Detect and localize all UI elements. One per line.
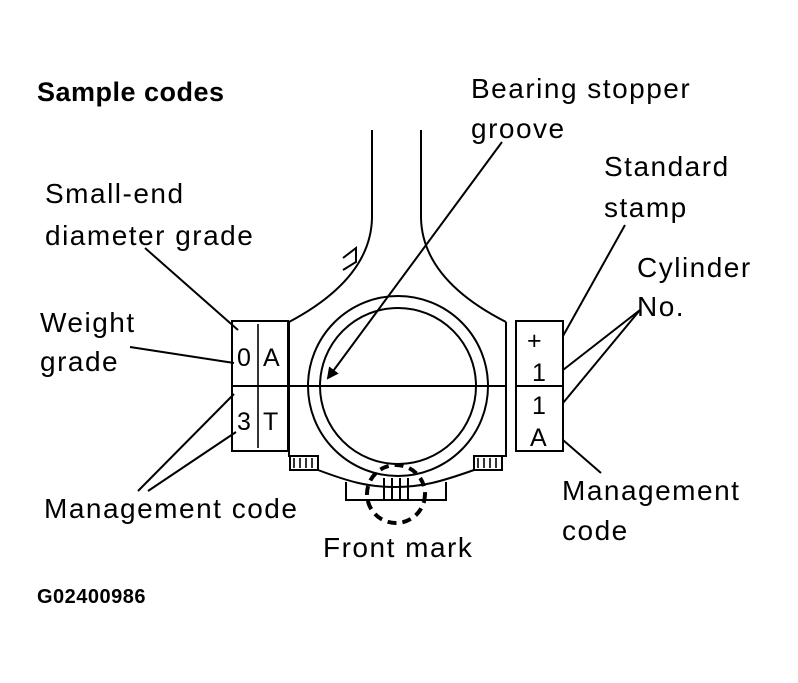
- figure-id: G02400986: [37, 586, 146, 608]
- stamp-right-top-1: +: [527, 327, 542, 355]
- label-front-mark: Front mark: [323, 532, 473, 563]
- right-stamp-box: [515, 320, 564, 452]
- stamp-right-bottom-1: 1: [532, 392, 546, 420]
- label-bearing-stopper-groove-line2: groove: [471, 113, 566, 144]
- label-management-code-right-line2: code: [562, 515, 629, 546]
- stamp-left-bottom-2: T: [263, 408, 278, 436]
- label-standard-stamp-line1: Standard: [604, 151, 730, 182]
- front-mark-dashed-circle: [365, 463, 427, 525]
- label-weight-grade-line1: Weight: [40, 307, 136, 338]
- label-management-code-right-line1: Management: [562, 475, 740, 506]
- stamp-left-top-1: 0: [237, 344, 251, 372]
- left-stamp-box: [231, 320, 289, 452]
- label-small-end-diameter-grade-line2: diameter grade: [45, 220, 254, 251]
- stamp-left-bottom-1: 3: [237, 408, 251, 436]
- label-cylinder-no-line1: Cylinder: [637, 252, 752, 283]
- title: Sample codes: [37, 77, 225, 107]
- label-standard-stamp-line2: stamp: [604, 192, 688, 223]
- label-bearing-stopper-groove-line1: Bearing stopper: [471, 73, 691, 104]
- label-management-code-left: Management code: [44, 493, 298, 524]
- stamp-right-bottom-2: A: [530, 424, 547, 452]
- label-small-end-diameter-grade-line1: Small-end: [45, 178, 185, 209]
- leader-lines: [129, 141, 641, 492]
- connecting-rod-drawing: [288, 130, 507, 501]
- label-cylinder-no-line2: No.: [637, 291, 685, 322]
- stamp-right-top-2: 1: [532, 359, 546, 387]
- label-weight-grade-line2: grade: [40, 346, 119, 377]
- stamp-left-top-2: A: [263, 344, 280, 372]
